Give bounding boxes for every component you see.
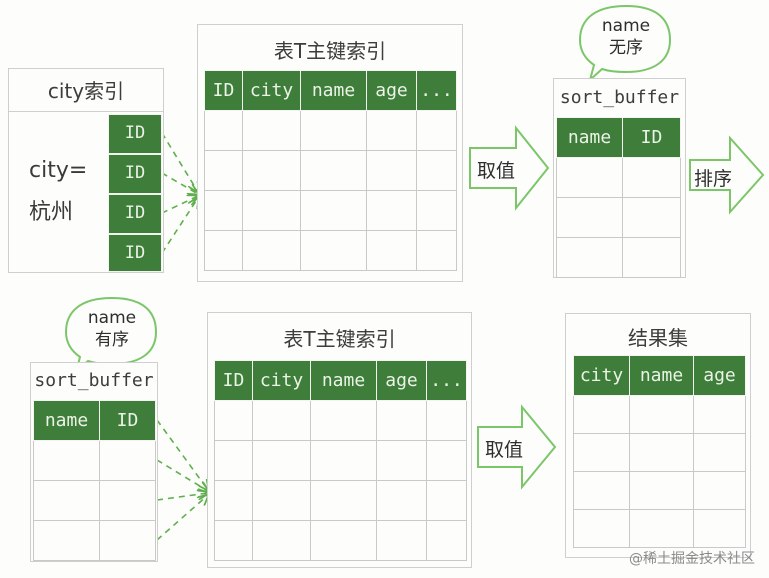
table-row — [33, 440, 156, 481]
city-index-id-cell: ID — [108, 114, 162, 154]
table-row — [204, 110, 457, 151]
fetch-arrow-top-label: 取值 — [476, 160, 515, 182]
sort-bottom-header-name: name — [33, 400, 100, 441]
city-index-id-cell: ID — [108, 154, 162, 194]
fetch-arrow-bottom-label: 取值 — [484, 439, 523, 461]
table-row — [573, 471, 746, 510]
top-primary-index-title: 表T主键索引 — [273, 39, 387, 63]
table-row — [573, 433, 746, 472]
city-index-title: city索引 — [47, 79, 125, 103]
table-row — [573, 395, 746, 434]
bubble-ordered-line2: 有序 — [95, 330, 129, 350]
bottom-header-city: city — [252, 360, 311, 401]
result-set-table: city name age — [573, 355, 746, 548]
bubble-unordered-text: name 无序 — [590, 15, 662, 59]
top-header-age: age — [366, 70, 417, 111]
dashed-links-top — [161, 132, 198, 254]
bottom-header-id: ID — [214, 360, 253, 401]
table-row — [556, 197, 681, 238]
table-row — [214, 480, 467, 521]
result-set-title: 结果集 — [628, 326, 688, 350]
table-row — [204, 190, 457, 231]
table-row — [214, 440, 467, 481]
city-condition-line1: city= — [29, 158, 88, 183]
sort-buffer-top-table: name ID — [556, 117, 681, 278]
table-row — [33, 480, 156, 521]
table-row — [214, 400, 467, 441]
city-index-id-cell: ID — [108, 194, 162, 234]
bottom-header-more: ... — [426, 360, 467, 401]
table-row — [204, 150, 457, 191]
bubble-ordered-text: name 有序 — [76, 307, 148, 351]
city-index-divider — [9, 111, 163, 112]
bottom-header-name: name — [310, 360, 377, 401]
result-header-age: age — [693, 355, 746, 396]
result-header-name: name — [629, 355, 694, 396]
sort-top-header-id: ID — [622, 117, 681, 158]
bubble-unordered-line1: name — [601, 16, 651, 36]
table-row — [573, 509, 746, 548]
top-primary-index-table: ID city name age ... — [204, 70, 457, 271]
sort-buffer-bottom-title: sort_buffer — [34, 370, 154, 391]
bubble-ordered-line1: name — [87, 308, 137, 328]
bottom-header-age: age — [376, 360, 427, 401]
top-header-city: city — [242, 70, 301, 111]
bubble-unordered-line2: 无序 — [609, 38, 643, 58]
bottom-primary-index-title: 表T主键索引 — [283, 327, 396, 351]
top-header-name: name — [300, 70, 367, 111]
table-row — [556, 157, 681, 198]
dashed-links-bottom — [156, 419, 208, 541]
sort-arrow-label: 排序 — [693, 168, 732, 190]
bottom-primary-index-table: ID city name age ... — [214, 360, 467, 561]
watermark: @稀土掘金技术社区 — [629, 551, 755, 567]
result-header-city: city — [573, 355, 630, 396]
top-header-more: ... — [416, 70, 457, 111]
table-row — [556, 237, 681, 278]
sort-top-header-name: name — [556, 117, 623, 158]
city-index-id-cell: ID — [108, 234, 162, 272]
sort-buffer-bottom-table: name ID — [33, 400, 156, 561]
top-header-id: ID — [204, 70, 243, 111]
sort-buffer-top-title: sort_buffer — [559, 87, 680, 108]
table-row — [214, 520, 467, 561]
sort-bottom-header-id: ID — [99, 400, 156, 441]
city-condition-line2: 杭州 — [29, 200, 74, 225]
table-row — [204, 230, 457, 271]
table-row — [33, 520, 156, 561]
